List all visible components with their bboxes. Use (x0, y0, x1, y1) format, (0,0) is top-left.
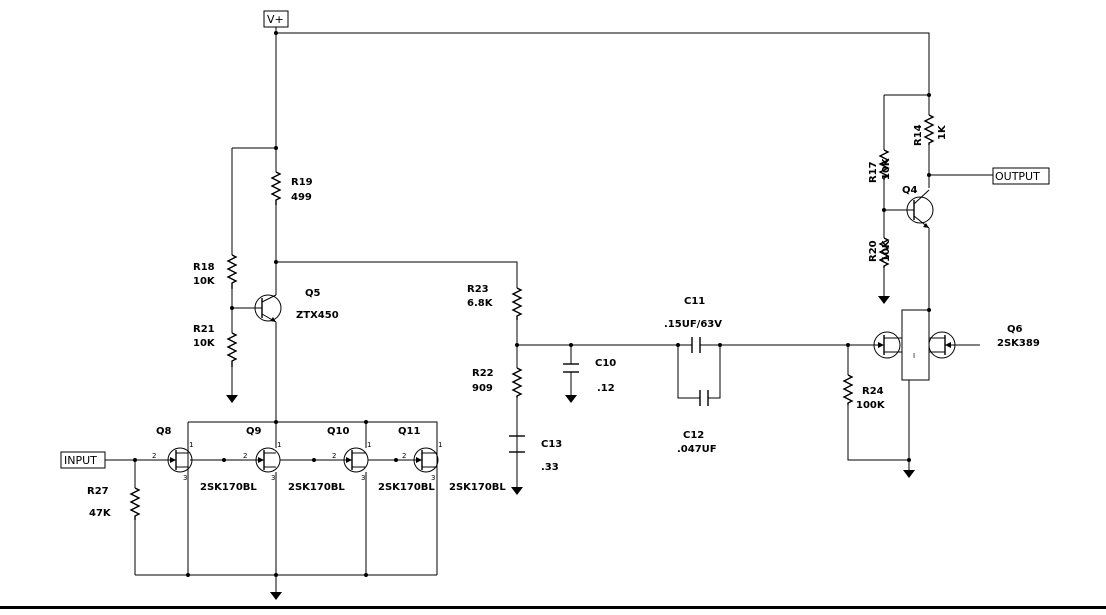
c13-symbol (509, 435, 525, 453)
svg-text:3: 3 (361, 474, 365, 482)
r20-value: 10K (881, 239, 892, 262)
q6-symbol (873, 331, 956, 359)
r23-symbol (511, 287, 523, 320)
ground-q6 (903, 470, 915, 478)
component-labels: R19 499 R18 10K R21 10K Q5 ZTX450 Q8 Q9 … (87, 124, 1040, 519)
r19-ref: R19 (291, 177, 313, 188)
c12-value: .047UF (677, 444, 717, 455)
r14-symbol (923, 114, 935, 145)
r23-value: 6.8K (467, 298, 494, 309)
r14-ref: R14 (913, 124, 924, 146)
r18-symbol (226, 254, 238, 289)
r24-symbol (842, 374, 854, 405)
q9-symbol (255, 447, 281, 473)
q9-ref: Q9 (246, 426, 262, 437)
r21-symbol (226, 332, 238, 367)
r24-ref: R24 (862, 386, 884, 397)
q9-value: 2SK170BL (200, 482, 257, 493)
svg-text:1: 1 (438, 441, 442, 449)
capacitor-symbols (509, 337, 709, 453)
r17-ref: R17 (868, 161, 879, 183)
r18-value: 10K (193, 276, 216, 287)
wires (105, 27, 993, 592)
ground-main (270, 592, 282, 600)
r22-ref: R22 (472, 368, 494, 379)
r27-ref: R27 (87, 486, 109, 497)
c12-ref: C12 (683, 430, 704, 441)
q10-value: 2SK170BL (288, 482, 345, 493)
svg-text:1: 1 (367, 441, 371, 449)
q5-value: ZTX450 (296, 310, 339, 321)
svg-text:3: 3 (183, 474, 187, 482)
r19-symbol (270, 171, 282, 205)
svg-text:I: I (913, 352, 915, 360)
r17-symbol (878, 149, 890, 180)
input-label: INPUT (64, 454, 97, 467)
q6-ref: Q6 (1007, 324, 1023, 335)
ground-c13 (511, 487, 523, 495)
svg-text:2: 2 (152, 452, 156, 460)
r22-symbol (511, 367, 523, 398)
r20-ref: R20 (868, 240, 879, 262)
output-port: OUTPUT (992, 167, 1050, 185)
q8-symbol (167, 422, 193, 473)
q8-ref: Q8 (156, 426, 172, 437)
svg-text:2: 2 (332, 452, 336, 460)
c11-value: .15UF/63V (664, 319, 722, 330)
r18-ref: R18 (193, 262, 215, 273)
resistor-symbols (129, 114, 935, 520)
q11-symbol (413, 447, 439, 473)
r21-value: 10K (193, 338, 216, 349)
r21-ref: R21 (193, 324, 215, 335)
c10-value: .12 (597, 383, 615, 394)
vplus-port: V+ (263, 10, 289, 28)
r23-ref: R23 (467, 284, 489, 295)
q10-ref: Q10 (327, 426, 349, 437)
pin-numbers: 2 1 3 2 1 3 2 1 3 2 1 3 I (152, 352, 915, 482)
r17-value: 10K (881, 157, 892, 180)
ground-r21 (226, 395, 238, 403)
q4-ref: Q4 (902, 185, 918, 196)
q11b-value: 2SK170BL (449, 482, 506, 493)
q5-symbol (254, 294, 282, 323)
svg-text:2: 2 (243, 452, 247, 460)
r14-value: 1K (937, 124, 948, 140)
svg-text:3: 3 (431, 474, 435, 482)
r22-value: 909 (472, 383, 493, 394)
c10-symbol (563, 363, 579, 373)
c13-value: .33 (541, 462, 559, 473)
c11-ref: C11 (684, 296, 705, 307)
ground-r20 (878, 296, 890, 304)
c13-ref: C13 (541, 439, 562, 450)
c12-symbol (699, 390, 709, 406)
ground-c10 (565, 395, 577, 403)
vplus-label: V+ (267, 13, 284, 26)
q5-ref: Q5 (305, 288, 321, 299)
ground-symbols (226, 296, 915, 600)
bottom-border-line (0, 606, 1106, 609)
q6-value: 2SK389 (997, 338, 1040, 349)
output-label: OUTPUT (995, 170, 1040, 183)
r27-symbol (129, 487, 141, 520)
svg-text:2: 2 (402, 452, 406, 460)
junction-dots (133, 31, 931, 577)
q4-symbol (906, 189, 934, 229)
q11-ref: Q11 (398, 426, 420, 437)
input-port: INPUT (60, 451, 106, 469)
r20-symbol (878, 237, 890, 268)
c11-symbol (691, 337, 701, 353)
svg-text:3: 3 (271, 474, 275, 482)
svg-text:1: 1 (189, 441, 193, 449)
r24-value: 100K (856, 400, 886, 411)
q11-value: 2SK170BL (378, 482, 435, 493)
c10-ref: C10 (595, 358, 616, 369)
q10-symbol (343, 447, 369, 473)
r27-value: 47K (89, 508, 112, 519)
r19-value: 499 (291, 192, 312, 203)
svg-text:1: 1 (277, 441, 281, 449)
